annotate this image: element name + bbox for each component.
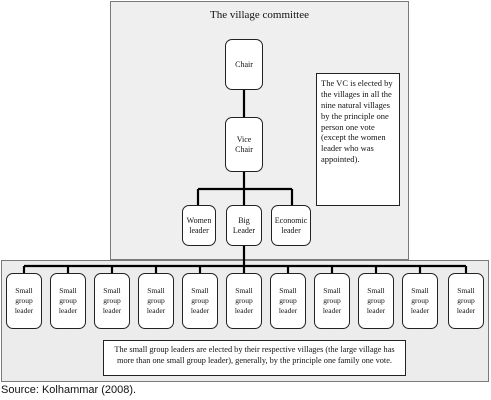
small-group-leader-label: group xyxy=(191,295,209,305)
small-group-leader-label: Small xyxy=(15,285,33,295)
small-group-leader-label: Small xyxy=(367,285,385,295)
small-group-leader-label: Small xyxy=(457,285,475,295)
small-group-leader-label: Small xyxy=(103,285,121,295)
small-group-leader-label: group xyxy=(235,295,253,305)
small-group-leader-label: leader xyxy=(366,306,386,316)
small-group-leader-label: leader xyxy=(146,306,166,316)
small-group-leader-label: Small xyxy=(279,285,297,295)
small-group-leader-label: leader xyxy=(322,306,342,316)
small-group-leader-label: Small xyxy=(59,285,77,295)
big-leader-node: Big Leader xyxy=(226,205,262,246)
small-group-leader-label: group xyxy=(59,295,77,305)
small-group-leader-label: group xyxy=(323,295,341,305)
small-group-leader-label: Small xyxy=(147,285,165,295)
small-group-leader-label: leader xyxy=(14,306,34,316)
small-group-leader-label: leader xyxy=(410,306,430,316)
economic-leader-label: Economic leader xyxy=(274,216,308,235)
vice-chair-label: Vice Chair xyxy=(235,135,253,154)
small-group-leader-label: leader xyxy=(102,306,122,316)
small-group-leader-label: leader xyxy=(58,306,78,316)
small-group-leader-label: leader xyxy=(234,306,254,316)
small-group-leader-label: group xyxy=(457,295,475,305)
small-group-leader-label: leader xyxy=(190,306,210,316)
chair-node: Chair xyxy=(225,39,263,90)
big-leader-label: Big Leader xyxy=(232,216,256,235)
small-group-leader-label: group xyxy=(367,295,385,305)
small-group-leader-label: Small xyxy=(323,285,341,295)
small-group-leader-label: Small xyxy=(235,285,253,295)
vc-election-note: The VC is elected by the villages in all… xyxy=(316,73,400,206)
small-group-leader-label: group xyxy=(103,295,121,305)
women-leader-label: Women leader xyxy=(186,216,212,235)
small-group-leader-label: leader xyxy=(456,306,476,316)
diagram-title: The village committee xyxy=(210,9,309,21)
small-group-election-note-text: The small group leaders are elected by t… xyxy=(114,345,395,365)
small-group-leader-label: group xyxy=(411,295,429,305)
small-group-leader-label: Small xyxy=(411,285,429,295)
chair-label: Chair xyxy=(235,59,253,69)
small-group-leader-label: group xyxy=(279,295,297,305)
small-group-leader-label: Small xyxy=(191,285,209,295)
source-caption: Source: Kolhammar (2008). xyxy=(1,384,137,396)
small-group-leader-label: leader xyxy=(278,306,298,316)
vice-chair-node: Vice Chair xyxy=(225,117,263,172)
women-leader-node: Women leader xyxy=(182,205,216,246)
small-group-election-note: The small group leaders are elected by t… xyxy=(103,340,406,376)
small-group-leader-label: group xyxy=(147,295,165,305)
vc-election-note-text: The VC is elected by the villages in all… xyxy=(321,78,393,165)
small-group-leader-label: group xyxy=(15,295,33,305)
economic-leader-node: Economic leader xyxy=(271,205,311,246)
